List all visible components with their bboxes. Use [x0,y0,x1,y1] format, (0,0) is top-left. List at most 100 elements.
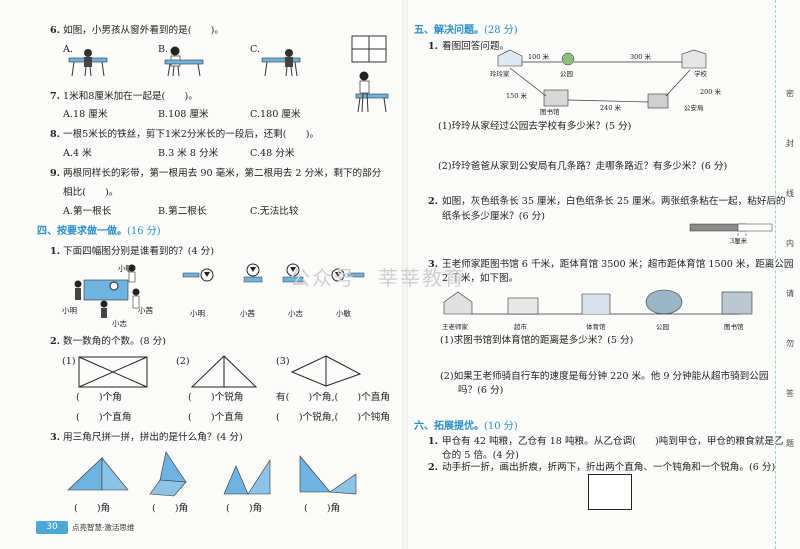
map-distance-240: 240 米 [600,104,621,112]
margin-char-8: 题 [786,439,794,448]
map-label-park: 公园 [560,70,573,78]
q6-option-a: A. [63,44,73,55]
p3-blank-3: ( )角 [226,503,263,514]
q9-option-b: B.第二根长 [158,206,207,217]
footer-brand: 点亮智慧·激活思维 [72,523,135,532]
page-fold [402,0,408,549]
map-label-home: 玲玲家 [490,70,510,78]
q9-line2: 相比( )。 [63,187,119,198]
margin-char-4: 内 [786,239,794,248]
r1-sub-2: (2)玲玲爸爸从家到公安局有几条路？走哪条路近？有多少米？(6 分) [438,161,728,172]
section-4-label: 四、按要求做一做。 [37,226,127,237]
r2-overlap-label: 3厘米 [730,237,748,245]
q8-option-b: B.3 米 8 分米 [158,148,219,159]
r3-sub-2: (2)如果王老师骑自行车的速度是每分钟 220 米。他 9 分钟能从超市骑到公园 [440,371,769,382]
p1-blank-1: 小明 [190,309,205,318]
q8-number: 8. [50,129,61,140]
p2-caption-2b: ( )个直角 [188,412,244,423]
seal-line [775,0,776,549]
p1-kid-right: 小茜 [138,306,153,315]
x2-number: 2. [428,462,439,473]
x1-line2: 仓的 5 倍。(4 分) [442,450,519,461]
q6-number: 6. [50,25,61,36]
q8-option-a: A.4 米 [63,148,92,159]
p2-label-2: (2) [176,356,190,367]
r3-place-park: 公园 [656,323,669,331]
p3-figure-2 [149,451,187,497]
r3-place-supermarket: 超市 [514,323,527,331]
q8-text: 一根5米长的铁丝，剪下1米2分米长的一段后，还剩( )。 [63,129,320,140]
p1-view-2-image [243,263,263,283]
p2-caption-1b: ( )个直角 [76,412,132,423]
x1-number: 1. [428,436,439,447]
page-number: 30 [36,521,68,534]
p3-figure-4 [299,455,357,495]
p3-figure-1 [67,457,129,491]
r2-number: 2. [428,196,439,207]
p2-figure-2-triangle [190,355,258,388]
p3-blank-2: ( )角 [152,503,189,514]
section-6-label: 六、拓展提优。 [414,421,484,432]
margin-char-2: 封 [786,139,794,148]
q6-option-c-image [261,49,301,77]
r3-place-library: 图书馆 [724,323,744,331]
section-6-points: (10 分) [484,421,518,432]
section-5-label: 五、解决问题。 [414,25,484,36]
section-6-title: 六、拓展提优。(10 分) [414,421,518,433]
section-5-title: 五、解决问题。(28 分) [414,25,518,37]
p3-number: 3. [50,432,61,443]
q8-option-c: C.48 分米 [250,148,295,159]
q6-option-b-image [164,46,204,77]
map-label-school: 学校 [694,70,707,78]
p3-blank-1: ( )角 [74,503,111,514]
q7-option-a: A.18 厘米 [63,109,108,120]
r3-places-line [443,289,753,315]
q6-option-c: C. [250,44,261,55]
r3-number: 3. [428,259,439,270]
watermark: 公众号 莘莘教育 [290,266,466,290]
r3-place-stadium: 体育馆 [586,323,606,331]
r3-line2: 2 千米，如下图。 [442,273,519,284]
p1-kid-top: 小敏 [118,264,133,273]
q7-number: 7. [50,91,61,102]
q6-text: 如图，小男孩从窗外看到的是( )。 [63,25,224,36]
q9-option-a: A.第一根长 [63,206,112,217]
x1-line1: 甲仓有 42 吨粮，乙仓有 18 吨粮。从乙仓调( )吨到甲仓，甲仓的粮食就是乙 [442,436,784,447]
section-4-points: (16 分) [127,226,161,237]
q6-option-b: B. [158,44,169,55]
margin-char-7: 答 [786,389,794,398]
p2-label-3: (3) [276,356,290,367]
margin-char-1: 密 [786,89,794,98]
p2-number: 2. [50,336,61,347]
r3-line1: 王老师家距图书馆 6 千米，距体育馆 3500 米；超市距体育馆 1500 米，… [442,259,794,270]
section-4-title: 四、按要求做一做。(16 分) [37,226,161,238]
q9-option-c: C.无法比较 [250,206,299,217]
map-distance-100: 100 米 [528,53,549,61]
r3-place-home: 王老师家 [442,323,468,331]
p3-figure-3 [223,458,271,495]
p1-number: 1. [50,246,61,257]
q7-option-c: C.180 厘米 [250,109,301,120]
r1-number: 1. [428,41,439,52]
p3-blank-4: ( )角 [304,503,341,514]
p1-blank-3: 小志 [288,309,303,318]
p2-caption-3a: 有( )个角,( )个直角 [276,392,390,403]
p1-kid-bottom: 小志 [112,319,127,328]
q7-option-b: B.108 厘米 [158,109,209,120]
r2-line2: 纸条长多少厘米？(6 分) [442,211,545,222]
map-distance-150: 150 米 [506,92,527,100]
p1-table-scene-image [74,264,140,318]
p1-blank-2: 小茜 [240,309,255,318]
p2-text: 数一数角的个数。(8 分) [63,336,166,347]
p2-label-1: (1) [62,356,76,367]
x2-text: 动手折一折，画出折痕，折两下，折出两个直角、一个钝角和一个锐角。(6 分) [442,462,776,473]
margin-char-3: 线 [786,189,794,198]
p2-figure-3-triangles [290,355,362,387]
p2-caption-3b: ( )个锐角,( )个钝角 [276,412,390,423]
p2-caption-1a: ( )个角 [76,392,122,403]
map-label-library: 图书馆 [540,108,560,116]
x2-fold-paper-square [588,474,632,510]
r2-line1: 如图，灰色纸条长 35 厘米，白色纸条长 25 厘米。两张纸条粘在一起，粘好后的 [442,196,786,207]
r1-sub-1: (1)玲玲从家经过公园去学校有多少米？(5 分) [438,121,632,132]
